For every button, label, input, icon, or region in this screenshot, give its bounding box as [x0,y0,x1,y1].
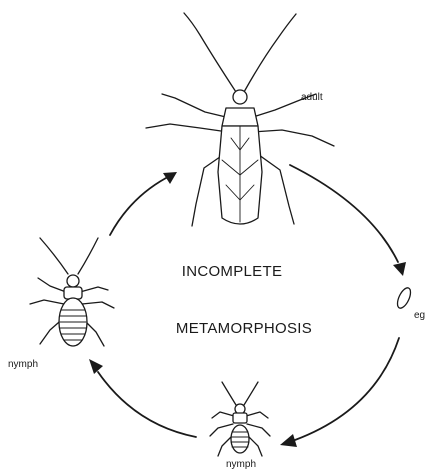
cycle-arrow-nymph-to-adult [110,172,177,235]
cycle-arrow-nymph-to-nymph [89,359,196,437]
title-line-1: INCOMPLETE [182,263,283,280]
label-adult: adult [301,92,323,103]
nymph-left [30,238,114,346]
label-nymph-left: nymph [8,359,38,370]
cycle-arrow-adult-to-egg [290,165,406,276]
cycle-arrow-egg-to-nymph [280,338,399,447]
adult-insect [146,13,334,226]
title-line-2: METAMORPHOSIS [176,320,312,337]
egg [395,286,413,310]
label-nymph-bottom: nymph [226,459,256,470]
nymph-bottom [210,382,270,456]
label-egg: eg [414,310,425,321]
